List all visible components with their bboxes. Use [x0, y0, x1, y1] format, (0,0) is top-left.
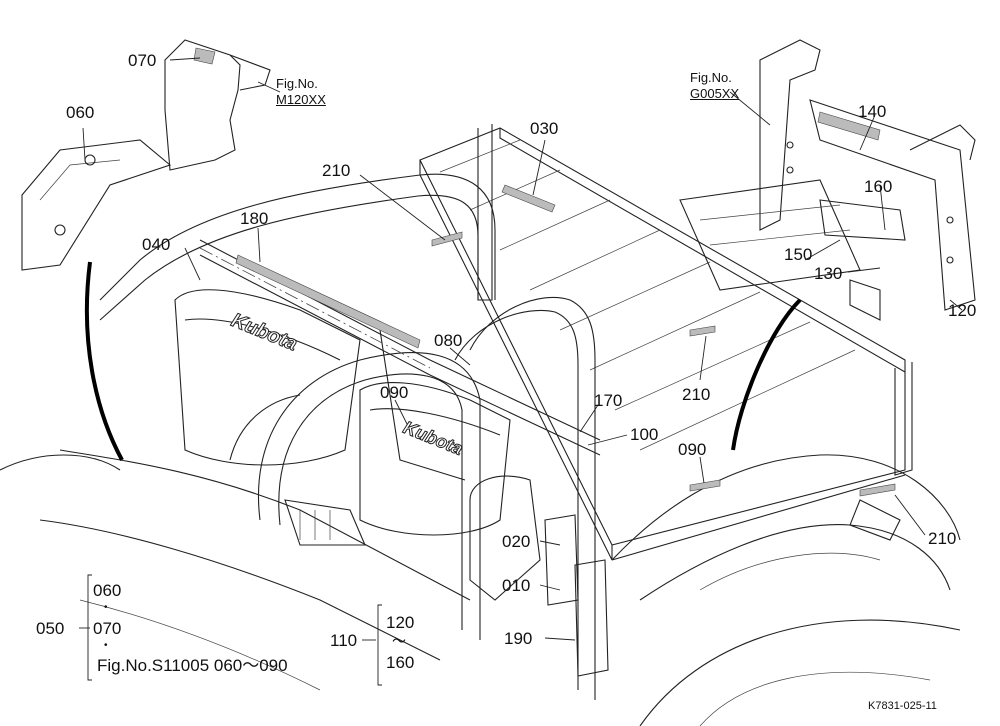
callout-070: 070 [128, 51, 157, 70]
callout-060: 060 [66, 103, 95, 122]
figref-g005-value: G005XX [690, 86, 740, 102]
decals [235, 184, 896, 497]
callout-020: 020 [502, 532, 531, 551]
motion-arcs [84, 261, 802, 461]
leader-lines [79, 57, 963, 641]
callout-190: 190 [504, 629, 533, 648]
callout-150: 150 [784, 245, 813, 264]
figref-g005-label: Fig.No. [690, 70, 732, 85]
seat-backs [174, 289, 511, 536]
figref-g005: Fig.No. G005XX [690, 70, 739, 103]
legend-050-dot2: • [104, 640, 108, 651]
callout-210-c: 210 [928, 529, 957, 548]
callout-130: 130 [814, 264, 843, 283]
legend-050-number: 050 [36, 619, 65, 638]
callout-080: 080 [434, 331, 463, 350]
legend-brackets [87, 574, 382, 686]
legend-110-to: 160 [386, 653, 415, 672]
callout-100: 100 [630, 425, 659, 444]
legend-050-line2: 070 [93, 619, 122, 638]
diagram-code: K7831-025-11 [868, 700, 937, 712]
legend-110-tilde: ～ [392, 633, 406, 649]
callout-140: 140 [858, 102, 887, 121]
callout-120: 120 [948, 301, 977, 320]
callout-210-b: 210 [682, 385, 711, 404]
headrest-bracket [21, 39, 271, 271]
callout-030: 030 [530, 119, 559, 138]
callout-180: 180 [240, 209, 269, 228]
figref-m120: Fig.No. M120XX [276, 76, 326, 109]
legend-050-line3: Fig.No.S11005 060～090 [97, 656, 288, 675]
callout-160: 160 [864, 177, 893, 196]
legend-050-dot1: • [104, 602, 108, 613]
callout-210-a: 210 [322, 161, 351, 180]
cab-floor [39, 449, 471, 691]
callout-010: 010 [502, 576, 531, 595]
callout-040: 040 [142, 235, 171, 254]
figref-m120-label: Fig.No. [276, 76, 318, 91]
rear-bracket-assembly [679, 39, 976, 321]
rear-post-plate [469, 475, 609, 677]
callout-090-a: 090 [380, 383, 409, 402]
cargo-bed [419, 124, 961, 601]
callout-090-b: 090 [678, 440, 707, 459]
brand-mark-seat-right: Kubota [401, 417, 466, 459]
brand-mark-seat-left: Kubota [228, 309, 300, 355]
roll-bar [99, 173, 596, 700]
wheels [0, 454, 961, 726]
legend-110-number: 110 [330, 631, 358, 650]
legend-110-from: 120 [386, 613, 415, 632]
legend-050-line1: 060 [93, 581, 122, 600]
callout-170: 170 [594, 391, 623, 410]
figref-m120-value: M120XX [276, 92, 326, 108]
